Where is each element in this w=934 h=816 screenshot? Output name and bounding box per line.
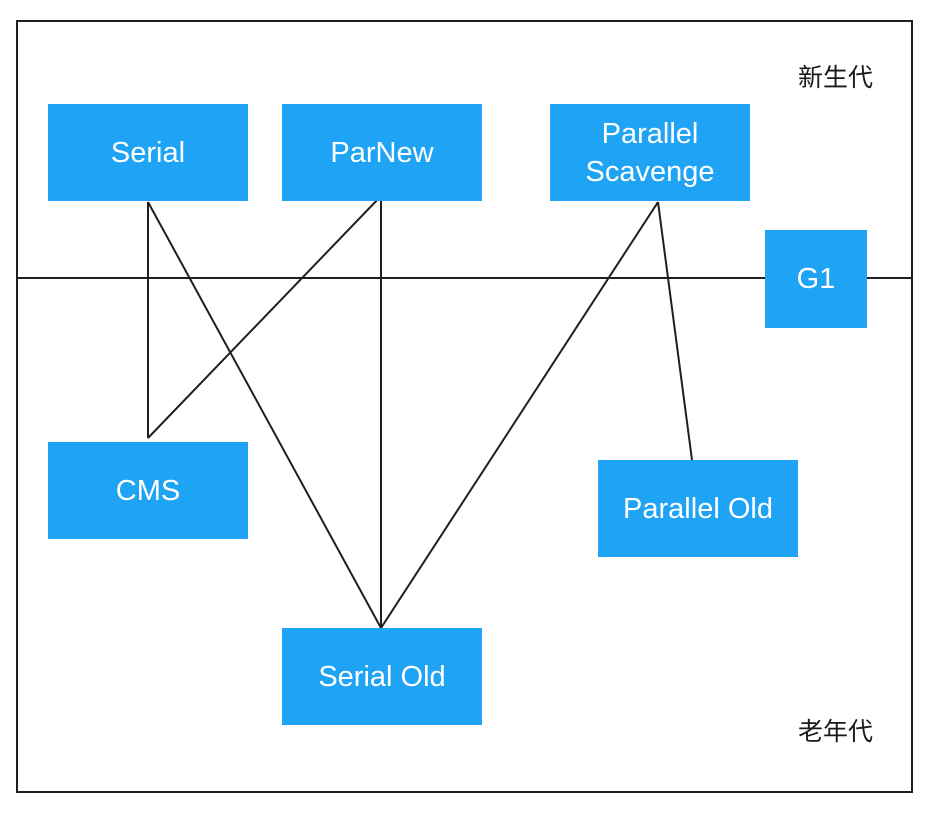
- old-generation-label: 老年代: [798, 717, 874, 746]
- edge-parallel-scavenge-parallel-old: [657, 201, 693, 461]
- collector-parnew: ParNew: [282, 104, 482, 201]
- young-generation-label: 新生代: [798, 63, 874, 92]
- edge-parallel-scavenge-serial-old: [380, 201, 659, 629]
- collector-parallel-old: Parallel Old: [598, 460, 798, 557]
- edge-parnew-cms: [147, 195, 382, 439]
- collector-serial-old: Serial Old: [282, 628, 482, 725]
- collector-g1: G1: [765, 230, 867, 328]
- edge-serial-serial-old: [147, 201, 382, 629]
- collector-cms: CMS: [48, 442, 248, 539]
- collector-parallel-scavenge: Parallel Scavenge: [550, 104, 750, 201]
- collector-serial: Serial: [48, 104, 248, 201]
